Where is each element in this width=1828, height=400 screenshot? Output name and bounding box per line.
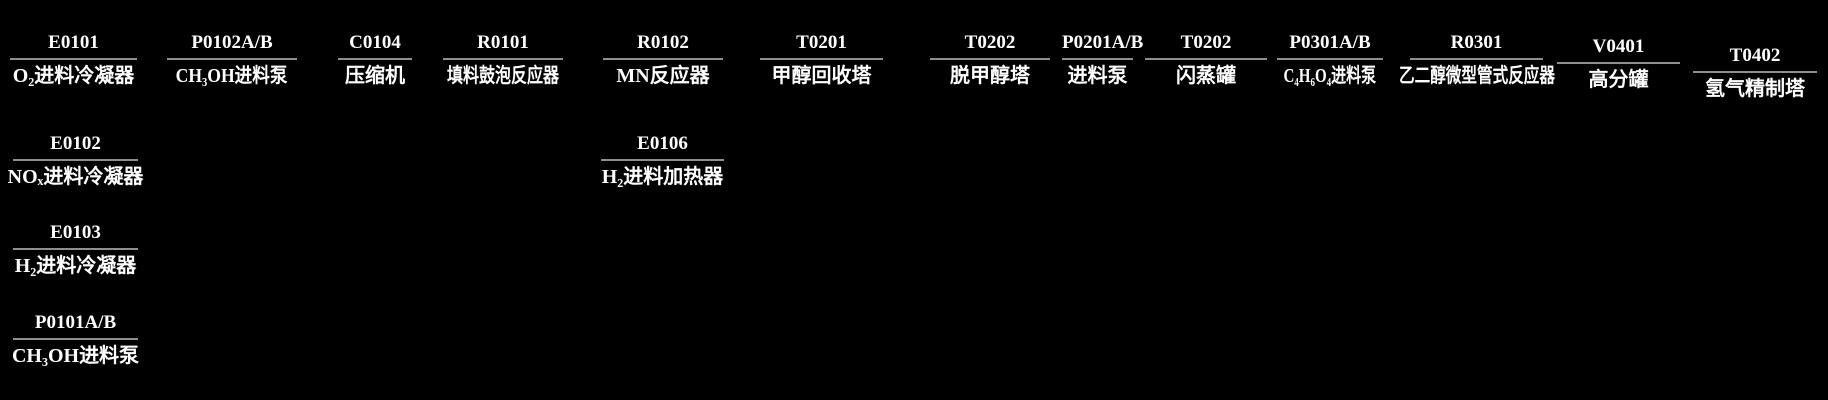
equipment-tag: R0102 (603, 31, 723, 60)
equipment-name: O₂进料冷凝器 (12, 65, 135, 87)
equipment-name: 乙二醇微型管式反应器 (1398, 65, 1555, 87)
equipment-label[interactable]: R0101 填料鼓泡反应器 (443, 31, 563, 88)
equipment-tag: E0106 (601, 132, 724, 161)
equipment-name: C₄H₆O₄进料泵 (1283, 65, 1377, 87)
equipment-tag: E0102 (13, 132, 138, 161)
equipment-label[interactable]: E0103 H₂进料冷凝器 (13, 221, 138, 278)
equipment-tag: P0201A/B (1062, 31, 1143, 60)
equipment-tag: P0101A/B (13, 311, 138, 340)
equipment-name: NOₓ进料冷凝器 (7, 166, 144, 188)
equipment-label[interactable]: T0201 甲醇回收塔 (760, 31, 883, 88)
equipment-name: H₂进料冷凝器 (14, 255, 137, 277)
equipment-label[interactable]: T0202 脱甲醇塔 (930, 31, 1050, 88)
equipment-label[interactable]: P0101A/B CH₃OH进料泵 (11, 311, 140, 368)
equipment-tag: E0101 (10, 31, 137, 60)
equipment-name: 进料泵 (1067, 65, 1128, 87)
equipment-name: 填料鼓泡反应器 (447, 65, 559, 87)
equipment-tag: T0202 (930, 31, 1050, 60)
equipment-name: 高分罐 (1588, 69, 1649, 91)
equipment-label[interactable]: E0102 NOₓ进料冷凝器 (8, 132, 144, 189)
equipment-name: 闪蒸罐 (1176, 65, 1236, 87)
equipment-tag: T0202 (1145, 31, 1267, 60)
equipment-name: 氢气精制塔 (1705, 78, 1805, 100)
equipment-name: 甲醇回收塔 (771, 65, 872, 87)
equipment-label[interactable]: P0301A/B C₄H₆O₄进料泵 (1277, 31, 1383, 88)
equipment-tag: R0101 (443, 31, 563, 60)
equipment-name: H₂进料加热器 (601, 166, 724, 188)
equipment-tag: V0401 (1557, 35, 1680, 64)
equipment-name: 脱甲醇塔 (950, 65, 1030, 87)
equipment-name: CH₃OH进料泵 (11, 345, 140, 367)
equipment-label[interactable]: T0202 闪蒸罐 (1145, 31, 1267, 88)
equipment-label[interactable]: V0401 高分罐 (1557, 35, 1680, 92)
equipment-tag: C0104 (338, 31, 412, 60)
equipment-tag: P0301A/B (1277, 31, 1383, 60)
equipment-label[interactable]: P0201A/B 进料泵 (1062, 31, 1143, 88)
equipment-name: MN反应器 (616, 65, 710, 87)
equipment-label[interactable]: R0102 MN反应器 (603, 31, 723, 88)
equipment-tag: E0103 (13, 221, 138, 250)
equipment-label[interactable]: R0301 乙二醇微型管式反应器 (1399, 31, 1555, 88)
equipment-label[interactable]: P0102A/B CH₃OH进料泵 (167, 31, 297, 88)
equipment-name: 压缩机 (345, 65, 405, 87)
equipment-tag: P0102A/B (167, 31, 297, 60)
equipment-tag: T0402 (1693, 44, 1817, 73)
equipment-label[interactable]: E0101 O₂进料冷凝器 (10, 31, 137, 88)
equipment-tag: R0301 (1410, 31, 1543, 60)
equipment-label[interactable]: E0106 H₂进料加热器 (601, 132, 724, 189)
equipment-label[interactable]: C0104 压缩机 (338, 31, 412, 88)
equipment-name: CH₃OH进料泵 (176, 65, 288, 87)
equipment-label[interactable]: T0402 氢气精制塔 (1693, 44, 1817, 101)
equipment-tag: T0201 (760, 31, 883, 60)
